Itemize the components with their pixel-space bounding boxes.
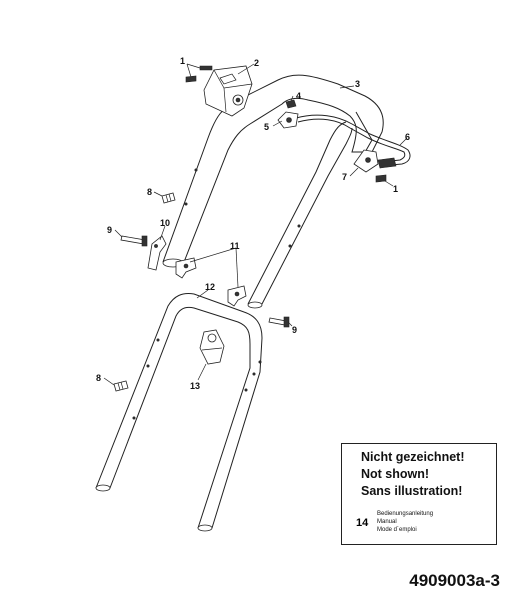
not-shown-note: Nicht gezeichnet! Not shown! Sans illust… [341,443,497,545]
part-label: 8 [96,373,101,383]
part-label: 2 [254,58,259,68]
screw-4 [285,99,297,109]
hook-10 [147,235,167,271]
leader-lines [103,63,408,386]
note-english: Not shown! [361,467,430,481]
screw-1-right [375,174,387,183]
cable-clip-7 [353,149,379,173]
part-label: 11 [230,241,240,251]
part-label: 9 [107,225,112,235]
part-label: 12 [205,282,215,292]
wing-knob-11-right [227,285,247,307]
bolt-8-top [161,192,176,204]
wing-knob-11-left [175,257,197,279]
part-label: 10 [160,218,170,228]
manual-label-en: Manual [377,519,397,525]
note-german: Nicht gezeichnet! [361,450,465,464]
part-label: 1 [180,56,185,66]
bolt-8-bottom [113,380,129,392]
part-label: 13 [190,381,200,391]
cover-bracket [203,65,253,117]
part-label: 9 [292,325,297,335]
lower-handle [95,293,263,532]
manual-label-de: Bedienungsanleitung [377,511,434,517]
part-label: 5 [264,122,269,132]
manual-label-fr: Mode d´emploi [377,527,417,533]
cable-clamp-5 [277,111,299,129]
part-label: 4 [296,91,301,101]
part-label: 7 [342,172,347,182]
note-french: Sans illustration! [361,484,463,498]
drawing-reference: 4909003a-3 [409,571,500,590]
part-label: 1 [393,184,398,194]
bowden-cable [295,114,411,169]
part-label: 8 [147,187,152,197]
screw-9-right [268,316,290,328]
part-label: 6 [405,132,410,142]
part-label: 3 [355,79,360,89]
manual-part-number: 14 [356,517,369,529]
screw-9-left [120,235,148,247]
latch-13 [199,329,225,365]
upper-handle [162,74,384,309]
screw-1-top [185,65,213,83]
part-labels: 1 2 3 4 5 6 7 1 8 9 10 11 12 9 8 13 [96,56,410,391]
